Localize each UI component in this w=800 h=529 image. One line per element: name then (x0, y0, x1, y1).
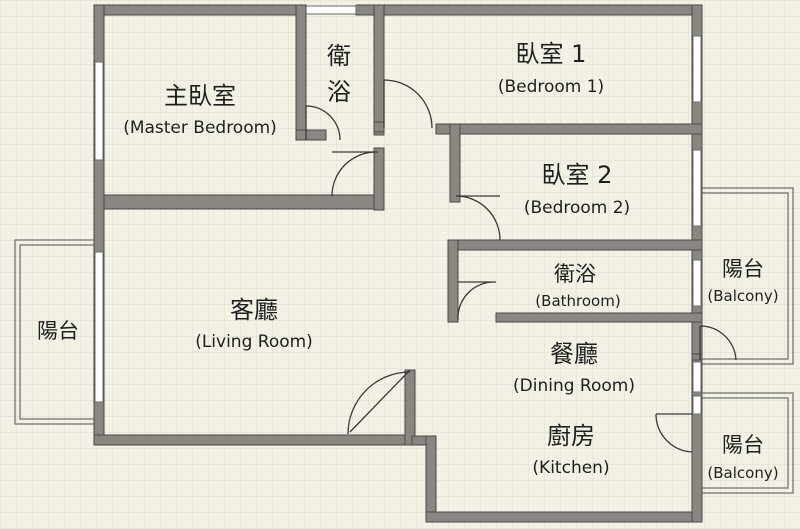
doors (305, 79, 737, 453)
door-bedroom1 (383, 79, 433, 129)
door-master-bedroom (331, 151, 378, 197)
room-bath-top: 衛 浴 (327, 42, 351, 106)
room-balcony-left: 陽台 (37, 319, 79, 343)
bedroom1-label-en: (Bedroom 1) (498, 77, 604, 97)
room-kitchen: 廚房 (Kitchen) (532, 422, 609, 478)
kitchen-label: 廚房 (547, 422, 595, 450)
room-bathroom: 衛浴 (Bathroom) (535, 262, 620, 310)
bedroom2-label: 臥室 2 (542, 161, 613, 189)
windows (94, 5, 702, 415)
door-bedroom2 (455, 195, 501, 241)
room-balcony-right-bottom: 陽台 (Balcony) (707, 433, 778, 482)
balcony-left-label: 陽台 (37, 319, 79, 343)
door-main (347, 369, 411, 435)
bath-top-label-1: 衛 (327, 42, 351, 70)
door-balcony-top (699, 325, 737, 361)
living-room-label: 客廳 (230, 296, 278, 324)
dining-room-label: 餐廳 (550, 340, 598, 368)
bath-top-label-2: 浴 (327, 78, 351, 106)
room-balcony-right-top: 陽台 (Balcony) (707, 257, 778, 305)
door-master-bath (305, 105, 341, 141)
room-bedroom1: 臥室 1 (Bedroom 1) (498, 40, 604, 97)
balcony-right-top-label: 陽台 (722, 257, 764, 281)
kitchen-label-en: (Kitchen) (532, 458, 609, 478)
room-master-bedroom: 主臥室 (Master Bedroom) (123, 82, 277, 138)
bedroom1-label: 臥室 1 (516, 40, 587, 68)
master-bedroom-label-en: (Master Bedroom) (123, 118, 277, 138)
dining-room-label-en: (Dining Room) (513, 376, 635, 396)
bathroom-label: 衛浴 (554, 262, 596, 286)
master-bedroom-label: 主臥室 (164, 82, 236, 110)
balcony-right-bottom-label: 陽台 (722, 433, 764, 457)
bedroom2-label-en: (Bedroom 2) (524, 198, 630, 218)
balcony-right-bottom-label-en: (Balcony) (707, 464, 778, 482)
room-bedroom2: 臥室 2 (Bedroom 2) (524, 161, 630, 218)
room-living-room: 客廳 (Living Room) (195, 296, 313, 352)
room-dining-room: 餐廳 (Dining Room) (513, 340, 635, 396)
living-room-label-en: (Living Room) (195, 332, 313, 352)
door-bathroom (457, 281, 496, 321)
interior-walls (103, 4, 703, 361)
bathroom-label-en: (Bathroom) (535, 292, 620, 310)
balcony-right-top-label-en: (Balcony) (707, 287, 778, 305)
door-balcony-bottom (655, 413, 693, 453)
